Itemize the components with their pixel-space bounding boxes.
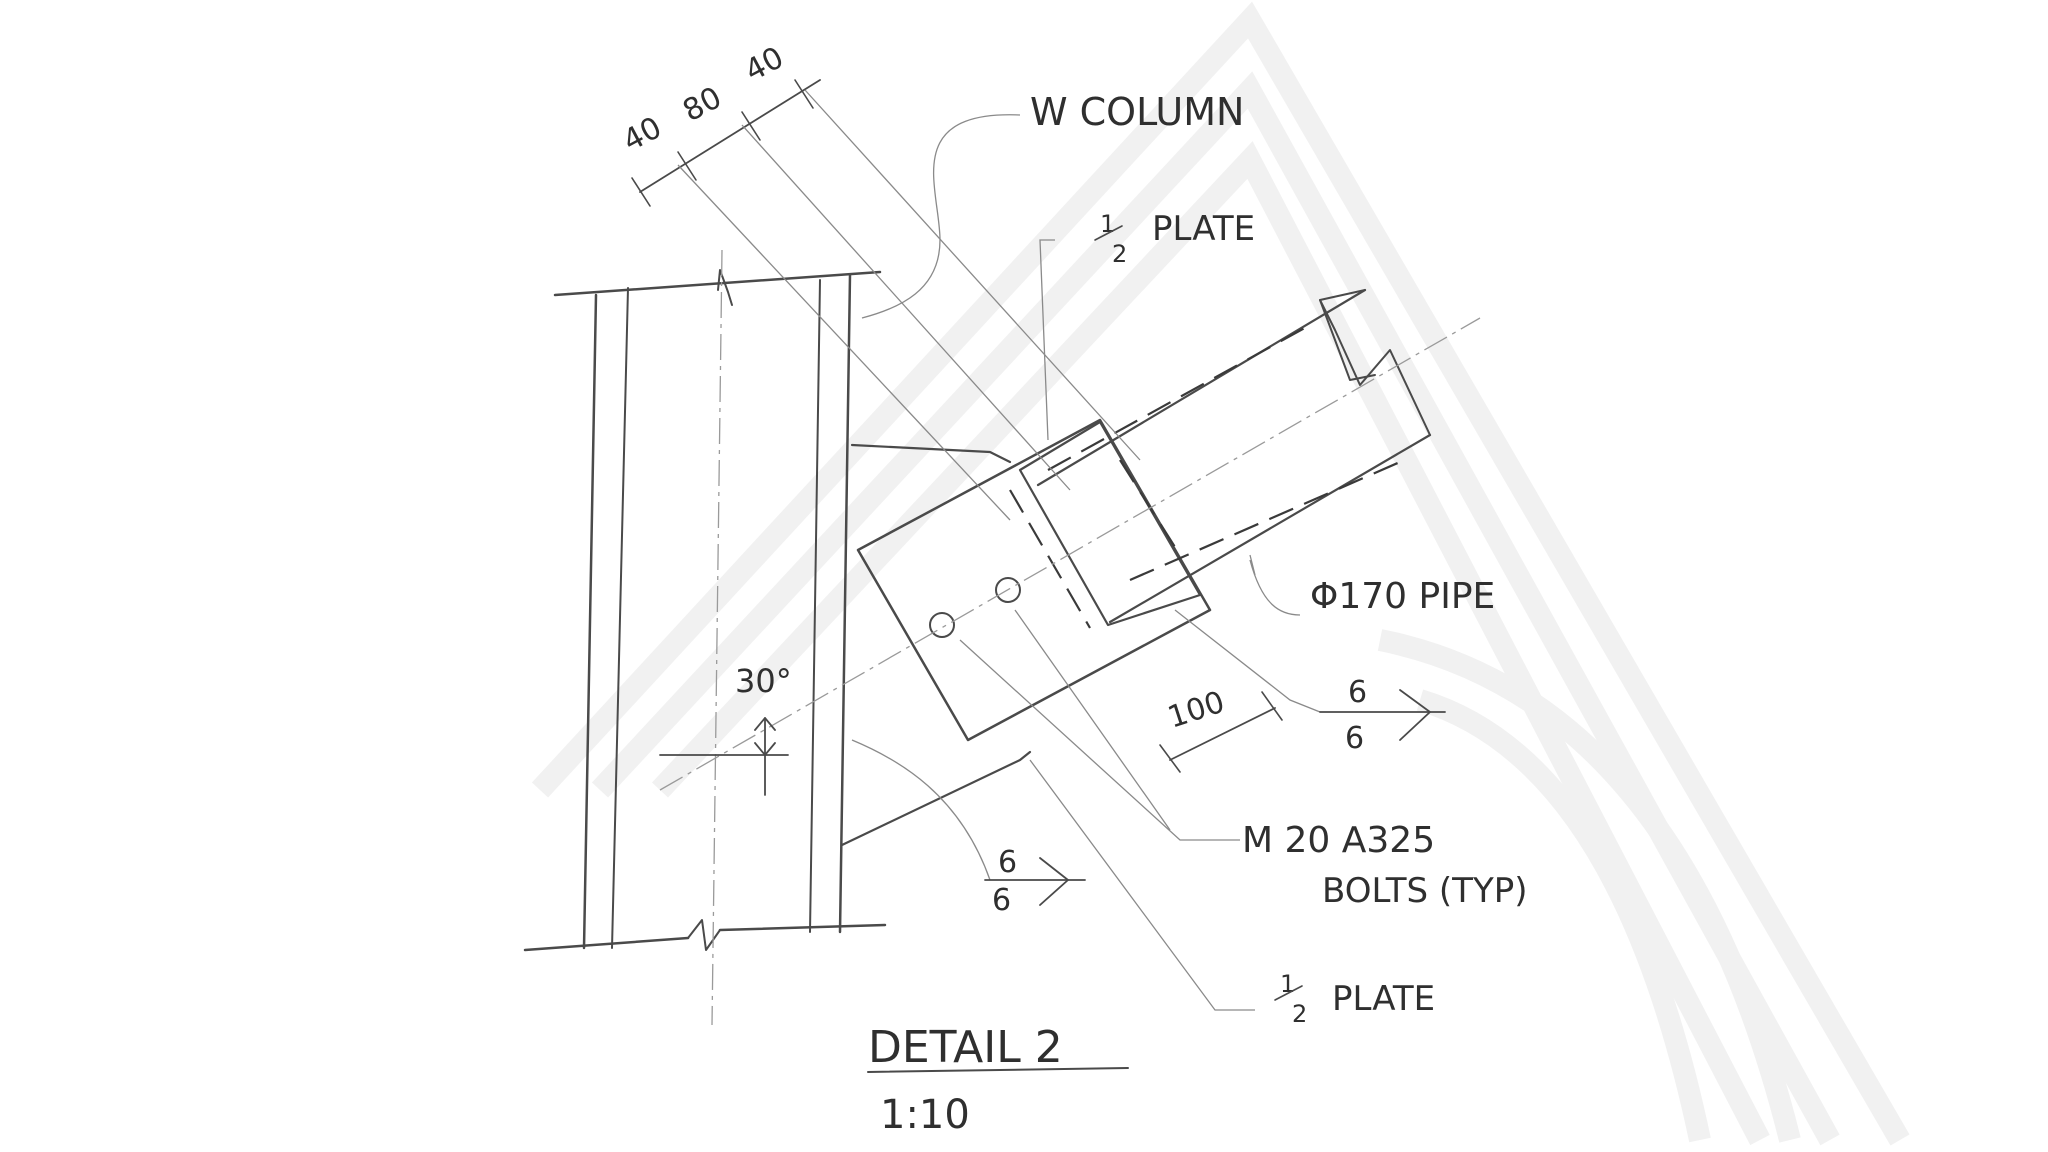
weld-right-bottom: 6 [1345, 721, 1364, 756]
top-plate-fraction-den: 2 [1112, 240, 1127, 268]
bolt-hole-1 [929, 612, 955, 638]
bolts-label-line2: BOLTS (TYP) [1322, 871, 1527, 911]
bolts [929, 577, 1021, 638]
bolts-label: M 20 A325 BOLTS (TYP) [1242, 820, 1527, 911]
weld-right-top: 6 [1348, 675, 1367, 710]
plate-length-dimension: 100 [1159, 685, 1283, 773]
bottom-plate-fraction-den: 2 [1292, 1000, 1307, 1028]
top-plate-label: 1 2 PLATE [1094, 209, 1255, 268]
spacing-dim-2: 80 [677, 80, 727, 129]
pipe-member [659, 288, 1481, 791]
column-label: W COLUMN [1030, 90, 1244, 134]
bolt-hole-2 [995, 577, 1021, 603]
watermark-logo [531, 1, 1910, 1146]
top-plate-label-text: PLATE [1152, 209, 1255, 249]
pipe-label: Φ170 PIPE [1310, 576, 1495, 617]
detail-title-block: DETAIL 2 1:10 [867, 1022, 1129, 1138]
bottom-plate-label: 1 2 PLATE [1274, 970, 1435, 1028]
weld-symbol-right: 6 6 [1319, 675, 1446, 756]
detail-title: DETAIL 2 [868, 1022, 1063, 1073]
weld-symbol-left: 6 6 [984, 845, 1086, 918]
bolts-label-line1: M 20 A325 [1242, 820, 1435, 861]
angle-label: 30° [735, 662, 792, 700]
leaders [851, 114, 1321, 1011]
connection-plate [856, 418, 1212, 742]
spacing-dim-1: 40 [617, 110, 667, 159]
bottom-plate-label-text: PLATE [1332, 979, 1435, 1019]
gusset-plate [840, 443, 1032, 847]
spacing-dim-3: 40 [739, 40, 789, 89]
weld-left-top: 6 [998, 845, 1017, 880]
angle-indicator: 30° [659, 662, 792, 796]
plate-length-label: 100 [1164, 685, 1229, 736]
detail-scale: 1:10 [880, 1092, 970, 1138]
weld-left-bottom: 6 [992, 883, 1011, 918]
w-column [523, 249, 887, 1026]
